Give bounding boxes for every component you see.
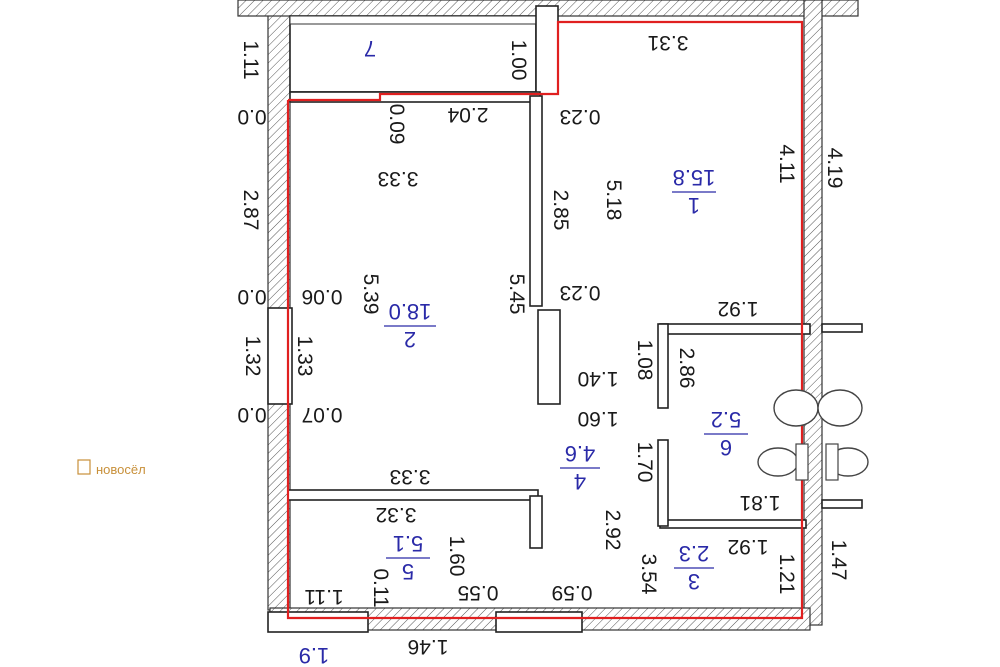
- dim-0-06: 0.06: [302, 285, 343, 308]
- dim-0-55: 0.55: [458, 581, 499, 604]
- svg-text:2.3: 2.3: [679, 541, 710, 566]
- dim-5-45: 5.45: [505, 274, 528, 315]
- dim-4-11: 4.11: [775, 144, 798, 183]
- room-5-label: 5 5.1: [386, 531, 430, 584]
- watermark-text: новосёл: [96, 462, 146, 477]
- svg-text:18.0: 18.0: [389, 299, 432, 324]
- dim-1-33: 1.33: [293, 336, 316, 377]
- dim-1-08: 1.08: [633, 340, 656, 381]
- interior-walls: [267, 91, 863, 633]
- dim-0-11: 0.11: [369, 568, 392, 607]
- dim-1-11-bottom: 1.11: [304, 585, 343, 608]
- dim-0-59: 0.59: [552, 581, 593, 604]
- toilet-icon: [757, 447, 799, 477]
- svg-text:7: 7: [364, 36, 376, 61]
- sink-icon: [773, 389, 819, 427]
- svg-text:1: 1: [688, 193, 700, 218]
- dim-1-92-bottom: 1.92: [728, 535, 769, 558]
- dim-1-81: 1.81: [740, 491, 781, 514]
- dim-0-07: 0.07: [302, 403, 343, 426]
- house-icon: [77, 459, 91, 475]
- dim-0-0-c: 0.0: [237, 403, 266, 426]
- dim-2-87: 2.87: [239, 190, 262, 231]
- dim-2-92: 2.92: [601, 510, 624, 551]
- dim-0-23-mid: 0.23: [560, 281, 601, 304]
- svg-text:15.8: 15.8: [673, 165, 716, 190]
- dim-2-86: 2.86: [675, 348, 698, 389]
- dim-0-23-top: 0.23: [560, 105, 601, 128]
- bathroom-fixtures: [757, 389, 869, 481]
- dimension-labels: 3.31 1.00 1.11 2.04 0.09 0.23 3.33 5.18 …: [237, 31, 850, 667]
- dim-2-85: 2.85: [549, 190, 572, 231]
- dim-1-40: 1.40: [578, 367, 619, 390]
- dim-1-60-mid: 1.60: [578, 407, 619, 430]
- dim-3-32: 3.32: [376, 503, 417, 526]
- svg-text:2: 2: [404, 327, 416, 352]
- apartment-outline: [286, 20, 804, 620]
- dim-4-19: 4.19: [823, 148, 846, 189]
- dim-3-33-top: 3.33: [378, 167, 419, 190]
- dim-1-92-top: 1.92: [718, 297, 759, 320]
- dim-3-31: 3.31: [648, 31, 689, 54]
- svg-text:6: 6: [720, 435, 732, 460]
- room-3-label: 3 2.3: [674, 541, 714, 594]
- room-6-label: 6 5.2: [704, 407, 748, 460]
- dim-1-32: 1.32: [241, 336, 264, 377]
- balcony-column: [535, 5, 559, 95]
- dim-1-11: 1.11: [239, 40, 262, 79]
- left-exterior-wall: [267, 0, 291, 611]
- dim-2-04: 2.04: [447, 103, 488, 126]
- dim-1-60-low: 1.60: [445, 536, 468, 577]
- dim-1-9: 1.9: [299, 643, 330, 667]
- dim-5-18: 5.18: [602, 180, 625, 221]
- room-7-label: 7: [364, 36, 376, 61]
- balcony: [289, 5, 559, 95]
- room-4-label: 4 4.6: [560, 441, 600, 494]
- dim-3-54: 3.54: [637, 554, 660, 595]
- svg-text:5.2: 5.2: [711, 407, 742, 432]
- svg-text:5.1: 5.1: [393, 531, 424, 556]
- pillar: [537, 309, 561, 405]
- dim-0-0-b: 0.0: [237, 285, 266, 308]
- dim-1-21: 1.21: [775, 554, 798, 595]
- right-interior-wall: [803, 0, 823, 626]
- watermark: новосёл: [77, 459, 146, 477]
- dim-1-47: 1.47: [827, 540, 850, 581]
- svg-text:4.6: 4.6: [565, 441, 596, 466]
- dim-1-46: 1.46: [408, 635, 449, 658]
- dim-1-70: 1.70: [633, 442, 656, 483]
- svg-text:4: 4: [574, 469, 586, 494]
- room-labels: 1 15.8 2 18.0 3 2.3 4 4.6 5 5.1 6 5.2: [364, 36, 748, 594]
- sink-icon: [817, 389, 863, 427]
- svg-text:5: 5: [402, 559, 414, 584]
- dim-3-33-bottom: 3.33: [390, 465, 431, 488]
- svg-text:3: 3: [688, 569, 700, 594]
- room-2-label: 2 18.0: [384, 299, 436, 352]
- dim-0-09: 0.09: [385, 104, 408, 145]
- dim-0-0-a: 0.0: [237, 105, 266, 128]
- dim-5-39: 5.39: [359, 274, 382, 315]
- room-1-label: 1 15.8: [672, 165, 716, 218]
- dim-1-00: 1.00: [507, 40, 530, 81]
